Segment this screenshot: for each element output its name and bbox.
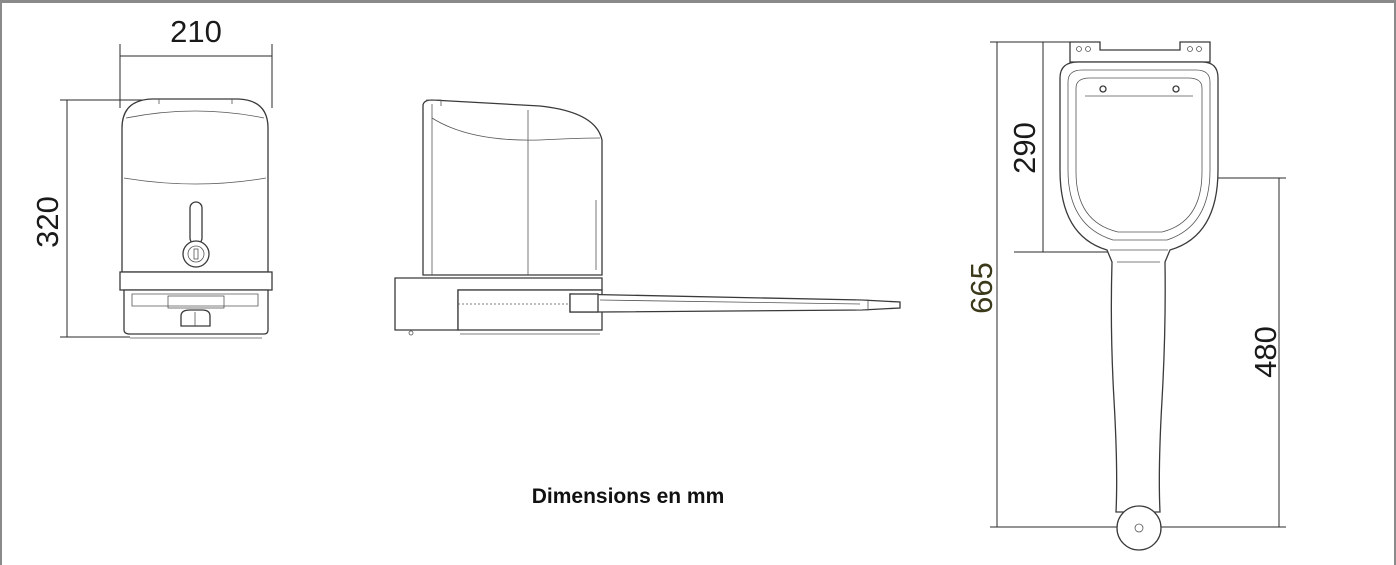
release-key-slot bbox=[189, 201, 203, 245]
arm-pivot bbox=[1116, 505, 1162, 551]
screw-left bbox=[1099, 85, 1107, 93]
key-lock bbox=[182, 240, 210, 268]
motor-base bbox=[119, 271, 273, 291]
cover-outline bbox=[1075, 77, 1203, 233]
cover-seam bbox=[123, 177, 267, 185]
motor-housing-front bbox=[121, 98, 269, 273]
operator-arm-side bbox=[569, 293, 901, 313]
top-view: 665 290 480 bbox=[964, 41, 1286, 551]
width-label: 210 bbox=[170, 14, 222, 49]
motor-housing-side bbox=[422, 99, 603, 276]
operator-body-top bbox=[1059, 61, 1219, 513]
side-view bbox=[394, 99, 901, 336]
base-foot bbox=[180, 309, 211, 327]
lower-length-label: 480 bbox=[1248, 326, 1283, 378]
dimensions-caption: Dimensions en mm bbox=[532, 485, 725, 508]
total-length-label: 665 bbox=[964, 262, 999, 314]
side-cover-seam bbox=[431, 117, 601, 141]
height-label: 320 bbox=[30, 196, 65, 248]
mounting-bracket bbox=[1069, 41, 1211, 63]
upper-length-label: 290 bbox=[1007, 122, 1042, 174]
front-view: 210 320 bbox=[30, 14, 273, 339]
screw-right bbox=[1172, 85, 1180, 93]
